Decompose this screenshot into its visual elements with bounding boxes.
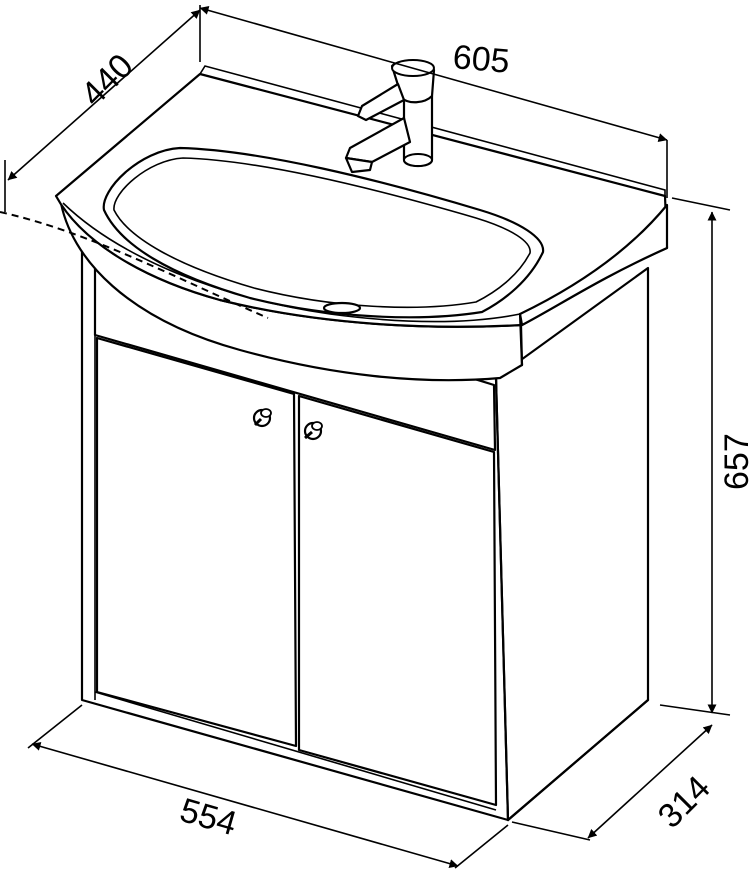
dimension-lines xyxy=(4,5,731,869)
right-door[interactable] xyxy=(297,394,498,807)
left-door-knob[interactable] xyxy=(252,408,272,428)
left-door[interactable] xyxy=(95,336,298,748)
label-depth-top: 440 xyxy=(74,47,141,114)
label-width-bottom: 554 xyxy=(176,791,241,843)
label-width-top: 605 xyxy=(451,38,511,81)
dim-line-depth-top xyxy=(7,9,201,181)
label-height: 657 xyxy=(718,433,750,490)
dim-line-width-top xyxy=(199,5,668,143)
dim-line-width-bottom xyxy=(31,742,459,868)
basin-right-face xyxy=(518,203,669,327)
basin-drain xyxy=(322,301,362,315)
dim-line-depth-bottom xyxy=(587,724,713,839)
label-depth-bottom: 314 xyxy=(651,769,718,836)
right-door-knob[interactable] xyxy=(303,421,323,441)
